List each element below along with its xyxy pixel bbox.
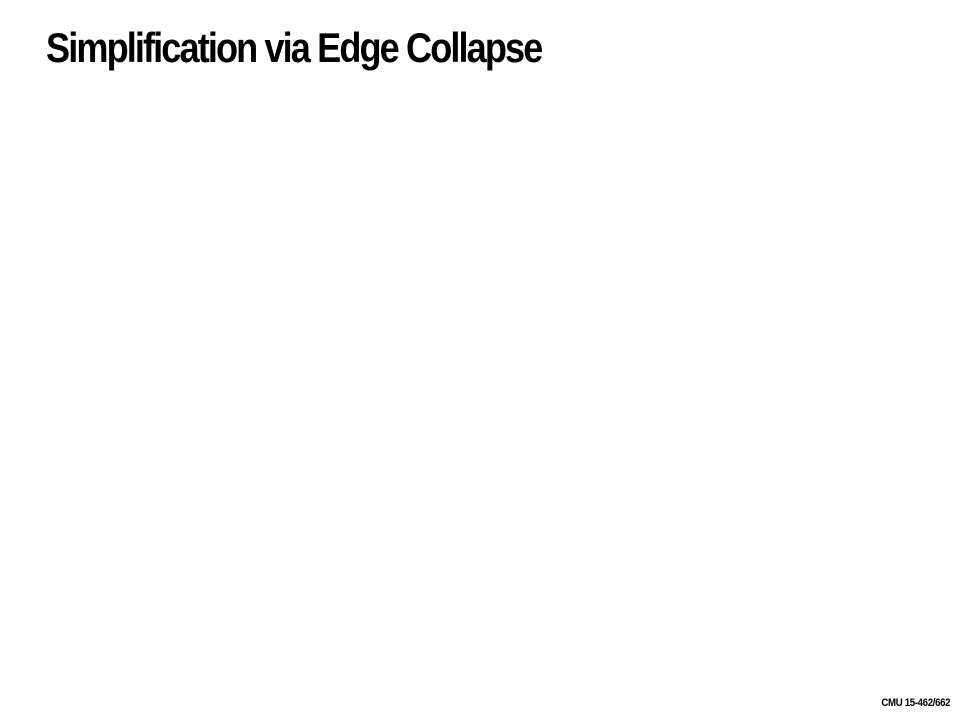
course-footer: CMU 15-462/662: [881, 697, 950, 709]
slide-title: Simplification via Edge Collapse: [46, 24, 543, 71]
